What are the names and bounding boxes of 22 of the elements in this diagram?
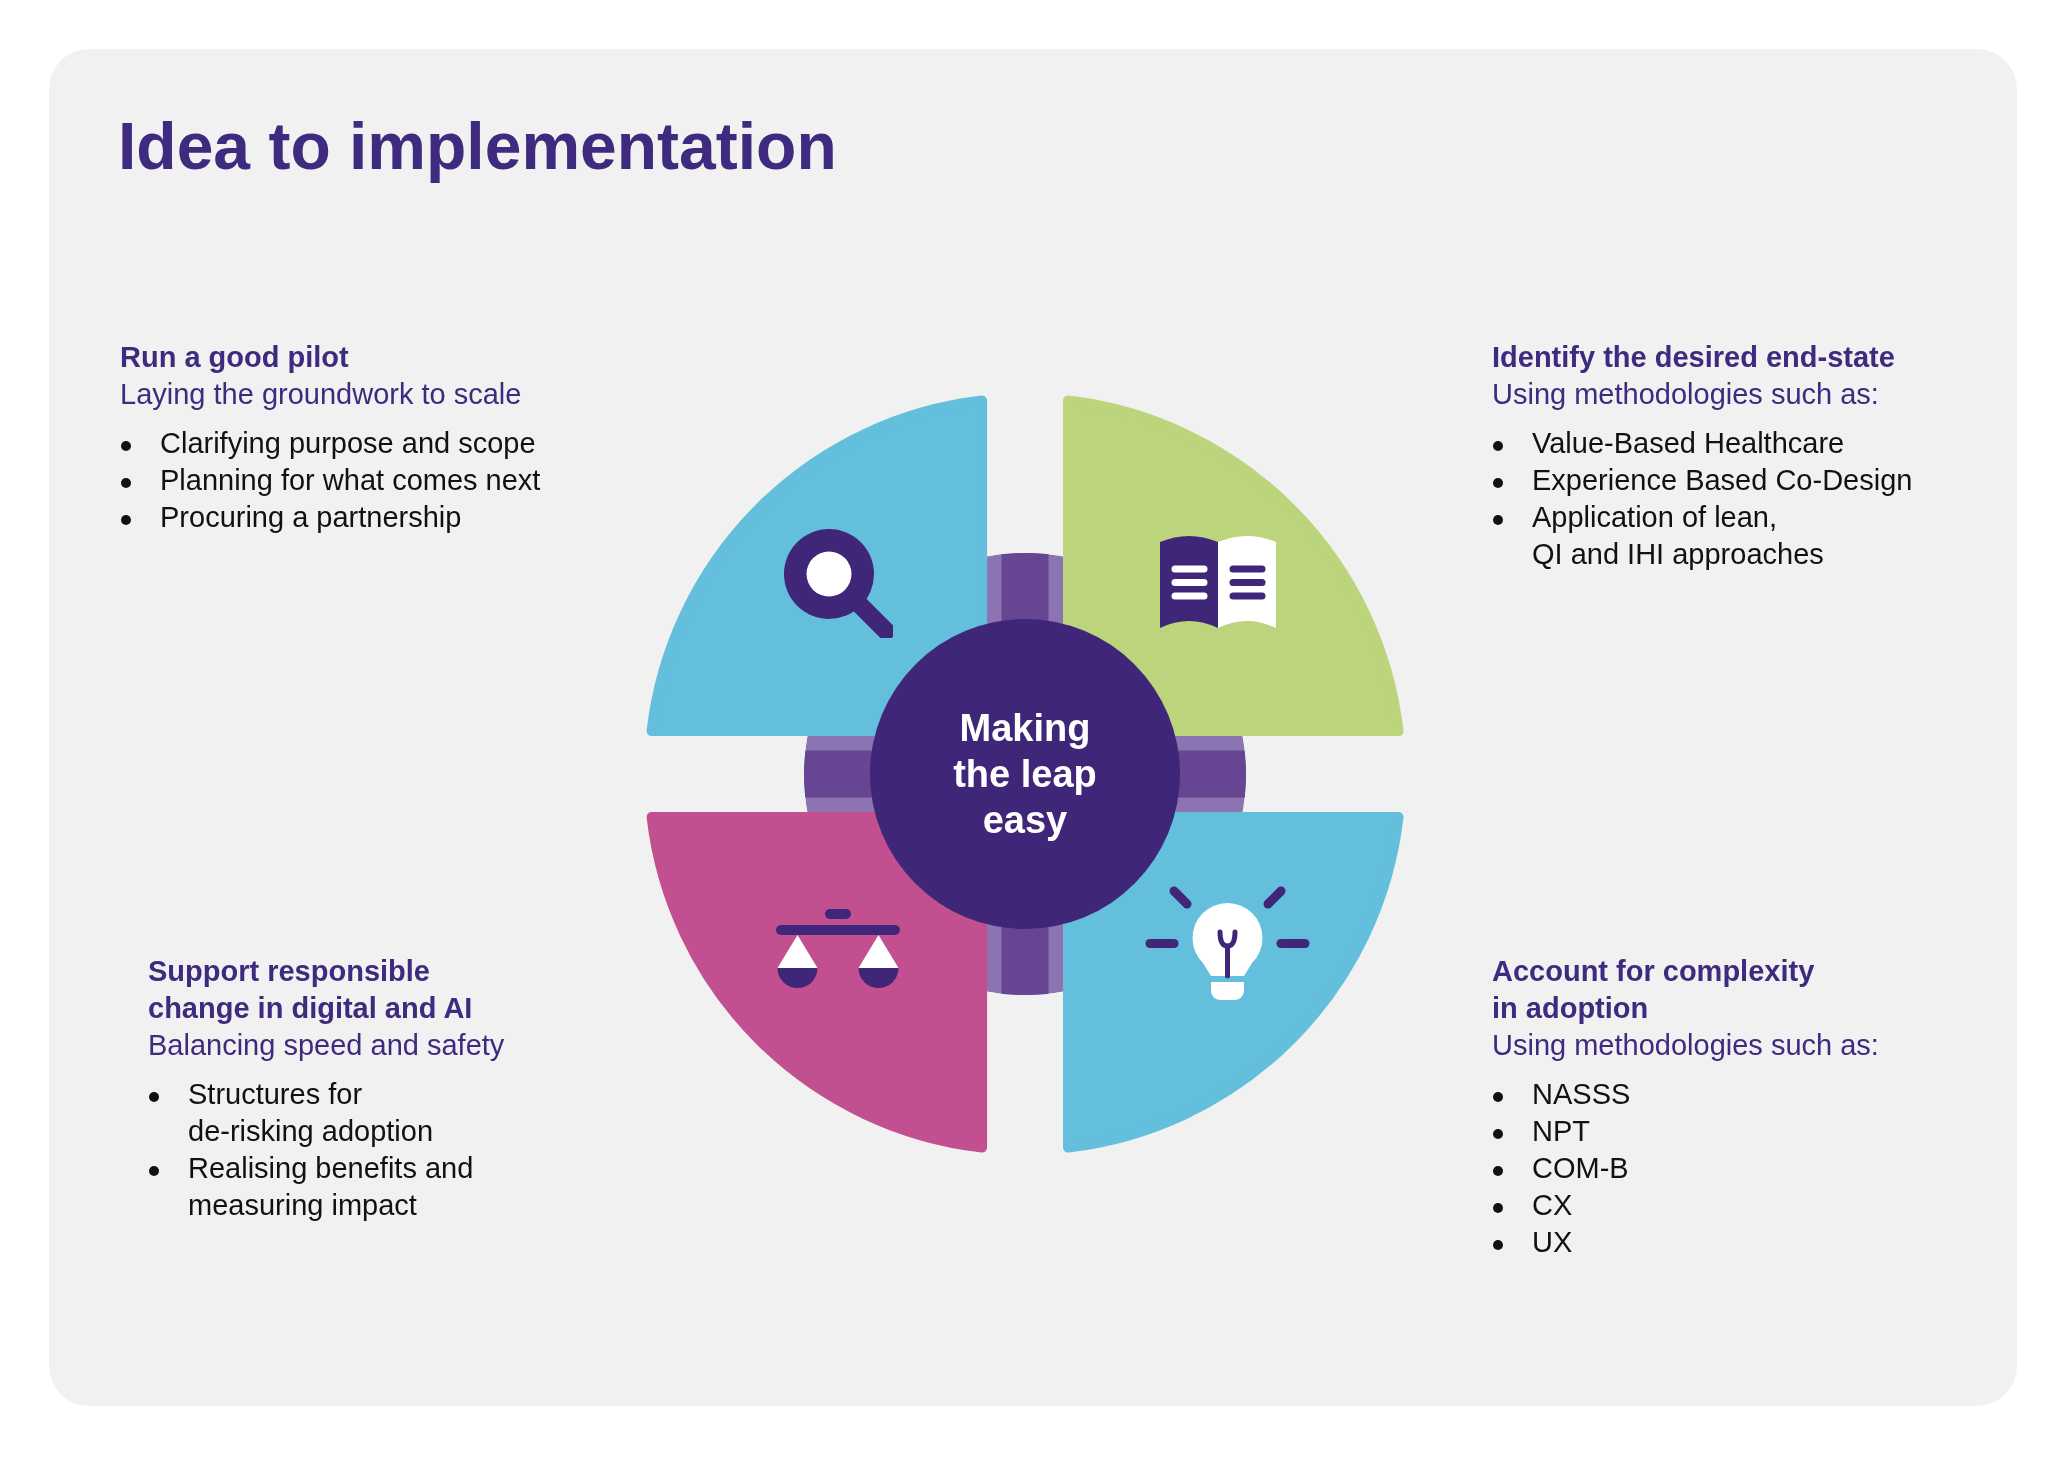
center-label: Making the leap easy (953, 706, 1097, 843)
list-item: NPT (1532, 1114, 1590, 1149)
list-item: COM-B (1532, 1151, 1629, 1186)
section-subheading: Using methodologies such as: (1492, 1028, 1879, 1063)
list-item: Realising benefits and measuring impact (188, 1151, 474, 1223)
section-heading: Run a good pilot (120, 340, 350, 375)
list-item: Structures for de-risking adoption (188, 1077, 434, 1149)
list-item: Experience Based Co-Design (1532, 463, 1913, 498)
list-item: Application of lean, QI and IHI approaches (1532, 500, 1824, 572)
section-subheading: Laying the groundwork to scale (120, 377, 523, 412)
list-item: UX (1532, 1225, 1573, 1260)
list-item: NASSS (1532, 1077, 1631, 1112)
list-item: Procuring a partnership (160, 500, 462, 535)
section-subheading: Balancing speed and safety (148, 1028, 505, 1063)
list-item: Value-Based Healthcare (1532, 426, 1845, 461)
list-item: Planning for what comes next (160, 463, 541, 498)
section-heading: Support responsible change in digital and AI (148, 954, 474, 1026)
section-subheading: Using methodologies such as: (1492, 377, 1880, 412)
list-item: Clarifying purpose and scope (160, 426, 536, 461)
list-item: CX (1532, 1188, 1573, 1223)
section-heading: Account for complexity in adoption (1492, 954, 1816, 1026)
section-heading: Identify the desired end-state (1492, 340, 1896, 375)
